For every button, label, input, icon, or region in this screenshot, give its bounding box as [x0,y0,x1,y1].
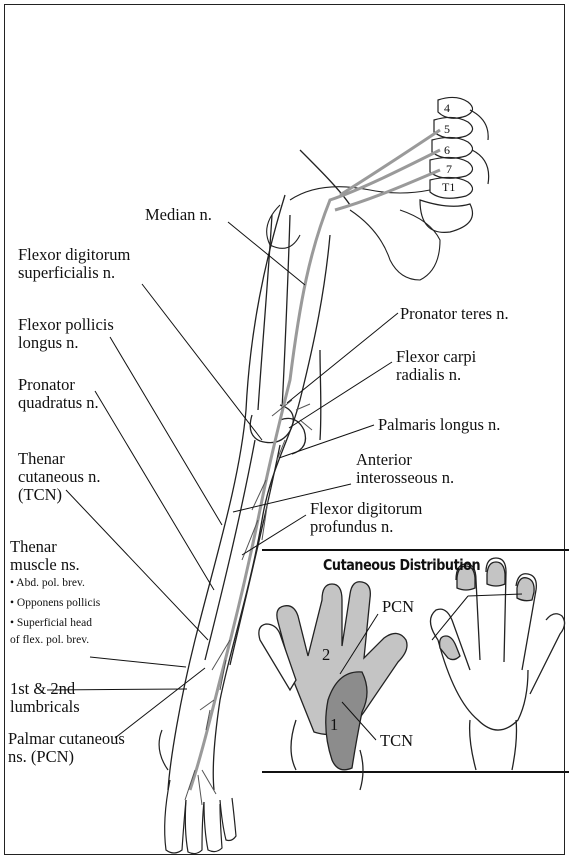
label-lumbricals: 1st & 2nd lumbricals [10,680,80,716]
cutaneous-distribution-title: Cutaneous Distribution [323,556,480,574]
spine-level-t1: T1 [442,180,455,195]
label-pronator-teres: Pronator teres n. [400,305,509,323]
label-palmar-cutaneous: Palmar cutaneous ns. (PCN) [8,730,125,766]
bullet-superficial-head: • Superficial head [10,616,92,630]
label-flexor-carpi-radialis: Flexor carpi radialis n. [396,348,476,384]
region-2: 2 [322,646,330,664]
spine-level-4: 4 [444,101,450,116]
label-pcn-left: PCN [382,598,414,616]
label-thenar-cutaneous: Thenar cutaneous n. (TCN) [18,450,100,504]
bullet-abd-pol-brev: • Abd. pol. brev. [10,576,85,590]
spine-level-6: 6 [444,143,450,158]
label-median-n: Median n. [145,206,212,224]
label-flexor-pollicis-longus: Flexor pollicis longus n. [18,316,114,352]
shoulder-girdle [267,187,440,280]
spine-level-5: 5 [444,122,450,137]
spine-level-7: 7 [446,162,452,177]
label-palmaris-longus: Palmaris longus n. [378,416,500,434]
bullet-flex-pol-brev: of flex. pol. brev. [10,633,89,647]
label-flexor-digitorum-profundus: Flexor digitorum profundus n. [310,500,422,536]
bullet-opponens-pollicis: • Opponens pollicis [10,596,100,610]
region-1: 1 [330,716,338,734]
cervical-spine [420,97,489,232]
dorsal-hand [430,558,564,770]
label-tcn: TCN [380,732,413,750]
label-thenar-muscle: Thenar muscle ns. [10,538,80,574]
label-anterior-interosseous: Anterior interosseous n. [356,451,454,487]
arm-hand [159,730,236,854]
label-pronator-quadratus: Pronator quadratus n. [18,376,99,412]
label-flexor-digitorum-superficialis: Flexor digitorum superficialis n. [18,246,130,282]
